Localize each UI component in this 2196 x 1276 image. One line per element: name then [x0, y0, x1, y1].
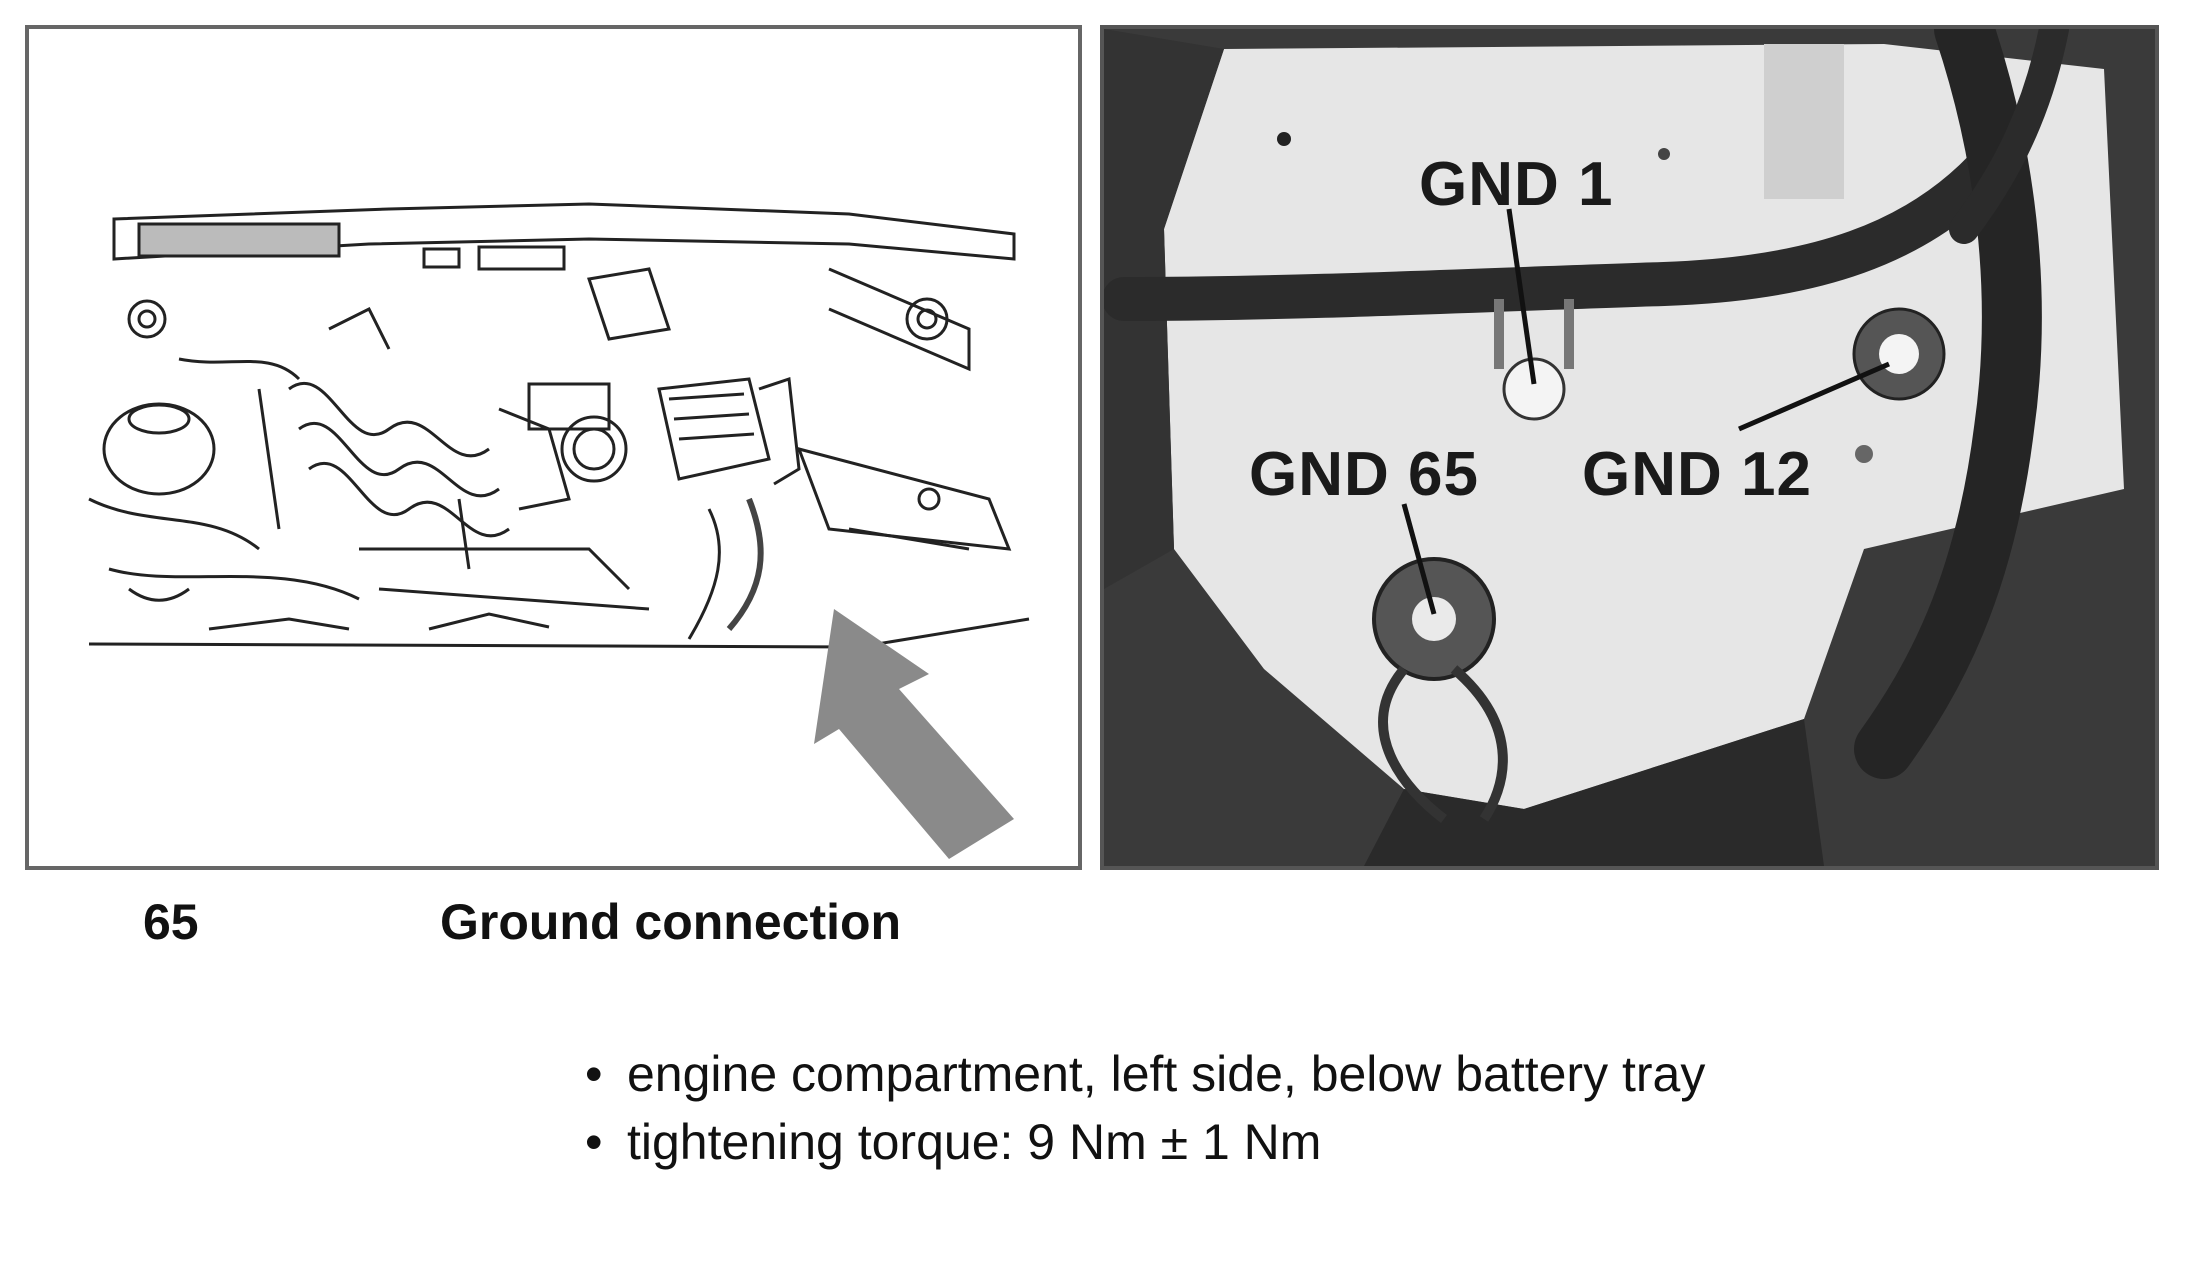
bullet-icon: •: [585, 1046, 603, 1102]
item-number: 65: [143, 894, 199, 950]
gnd-1-label: GND 1: [1419, 150, 1614, 219]
gnd-65-label: GND 65: [1249, 440, 1479, 509]
engine-line-drawing: [88, 202, 1030, 859]
detail-torque: • tightening torque: 9 Nm ± 1 Nm: [585, 1108, 1785, 1176]
detail-text: tightening torque: 9 Nm ± 1 Nm: [627, 1114, 1322, 1170]
ground-points-photo: GND 1 GND 65 GND 12: [1100, 25, 2159, 870]
gnd-12-label: GND 12: [1582, 440, 1812, 509]
ground-photo-drawing: [1104, 29, 2124, 866]
details-list: • engine compartment, left side, below b…: [585, 1040, 1785, 1176]
bullet-icon: •: [585, 1114, 603, 1170]
detail-text: engine compartment, left side, below bat…: [627, 1046, 1706, 1102]
detail-location: • engine compartment, left side, below b…: [585, 1040, 1785, 1108]
pointer-arrow: [814, 609, 1014, 859]
engine-compartment-illustration: [25, 25, 1082, 870]
item-title: Ground connection: [440, 894, 902, 950]
